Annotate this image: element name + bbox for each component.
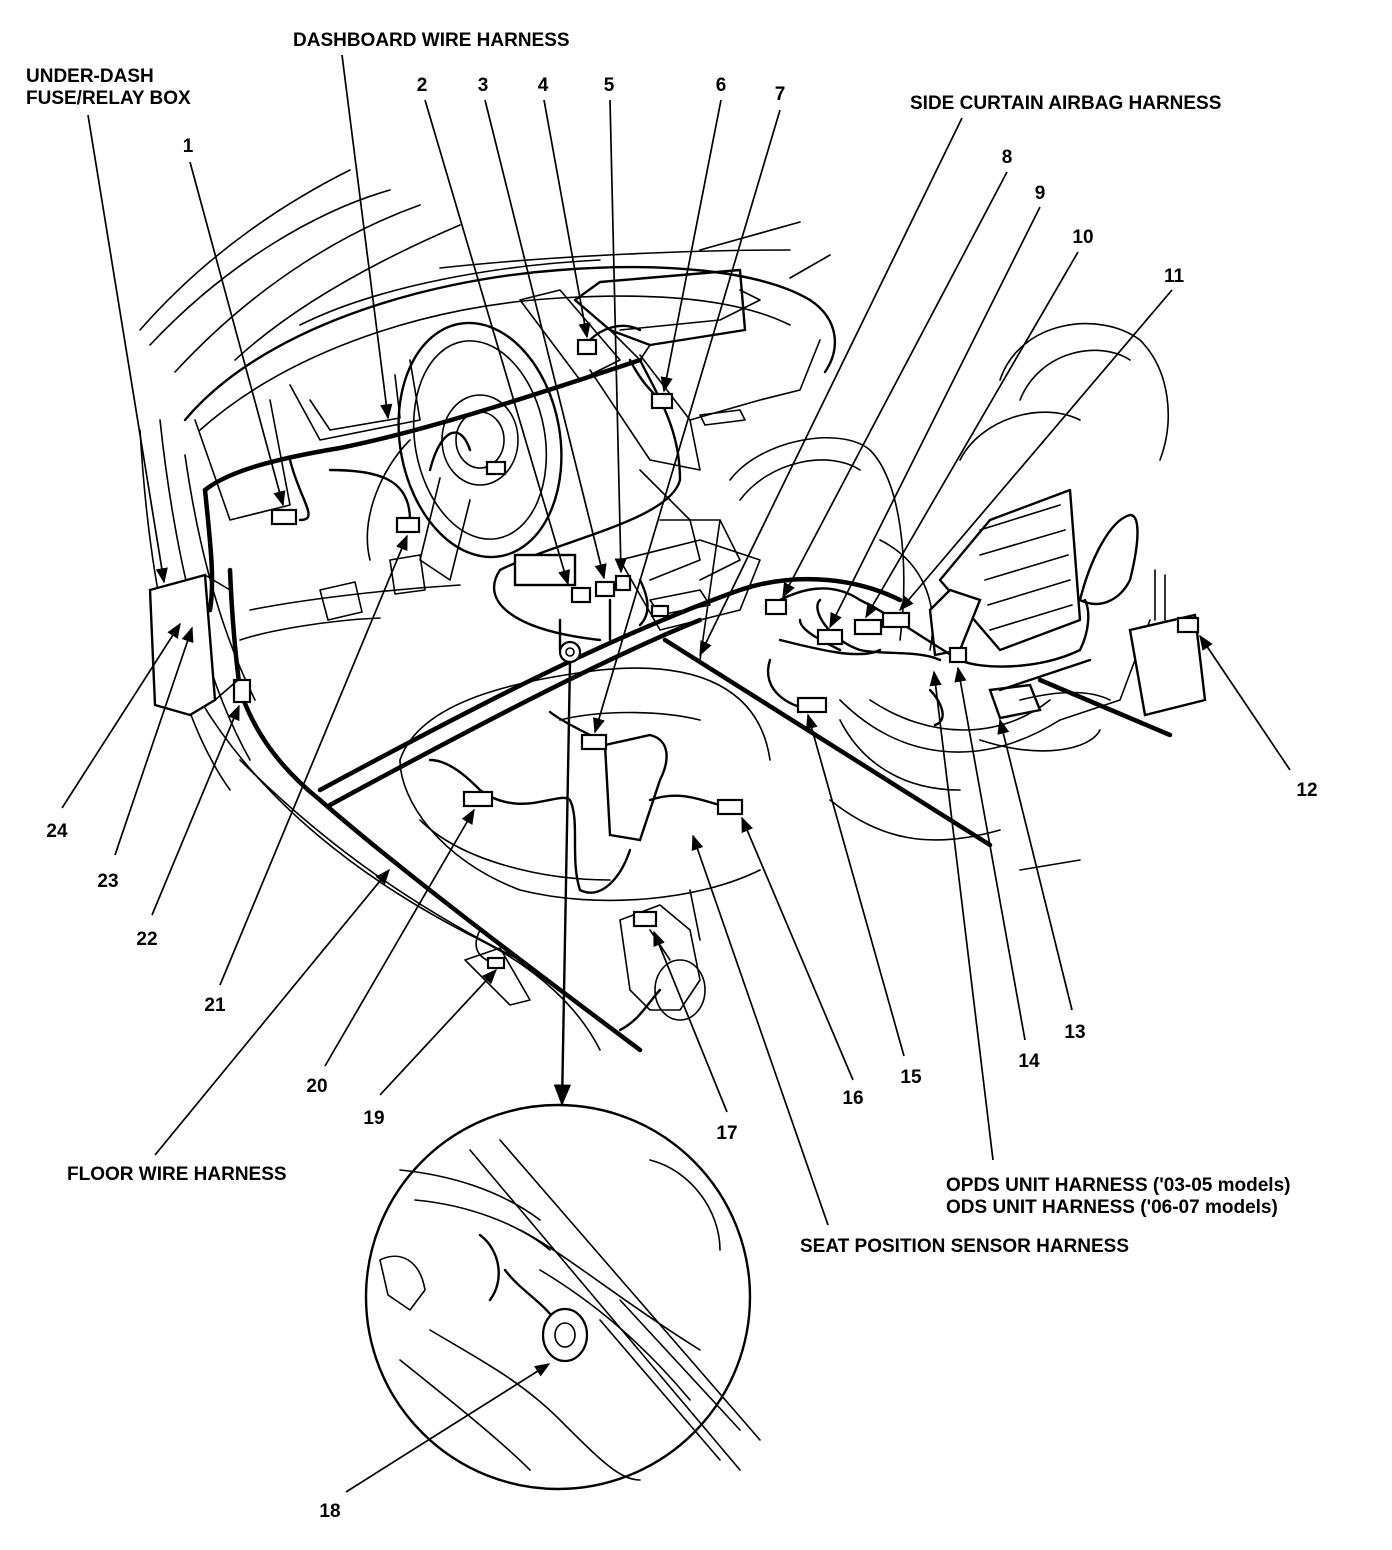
connector-icon xyxy=(816,628,844,646)
callout-12: 12 xyxy=(1296,780,1317,801)
callout-11: 11 xyxy=(1164,266,1185,287)
callout-21: 21 xyxy=(204,995,226,1016)
connector-icon xyxy=(594,580,616,598)
connector-icon xyxy=(580,733,608,751)
connector-icon xyxy=(948,646,968,664)
connector-icon xyxy=(462,790,494,808)
under-dash-fuse-relay-box xyxy=(148,573,217,717)
connector-icon xyxy=(576,338,598,356)
leader-lines xyxy=(61,54,1291,1493)
callout-4: 4 xyxy=(538,75,549,96)
connector-icon xyxy=(716,798,744,816)
connector-icon xyxy=(632,910,658,928)
callout-10: 10 xyxy=(1072,227,1093,248)
underdash-label-line2: FUSE/RELAY BOX xyxy=(26,88,191,109)
callout-19: 19 xyxy=(363,1108,384,1129)
callout-18: 18 xyxy=(319,1501,340,1522)
connector-icon xyxy=(650,604,670,618)
connector-icon xyxy=(614,574,632,592)
callout-9: 9 xyxy=(1035,183,1046,204)
ground-bolt-icon xyxy=(541,1307,589,1363)
connector-icon xyxy=(1176,616,1200,634)
callout-7: 7 xyxy=(775,84,786,105)
side-curtain-harness-label: SIDE CURTAIN AIRBAG HARNESS xyxy=(910,93,1221,114)
callout-14: 14 xyxy=(1018,1051,1040,1072)
labels: UNDER-DASH FUSE/RELAY BOX DASHBOARD WIRE… xyxy=(26,30,1318,1522)
seat-position-harness-label: SEAT POSITION SENSOR HARNESS xyxy=(800,1236,1129,1257)
opds-harness-label-line1: OPDS UNIT HARNESS ('03-05 models) xyxy=(946,1175,1290,1196)
callout-17: 17 xyxy=(716,1123,737,1144)
dashboard-harness-label: DASHBOARD WIRE HARNESS xyxy=(293,30,570,51)
connector-icon xyxy=(881,611,911,629)
connector-icon xyxy=(853,618,883,636)
callout-24: 24 xyxy=(46,821,68,842)
callout-6: 6 xyxy=(716,75,727,96)
connector-icon xyxy=(232,678,252,704)
connector-icon xyxy=(570,586,592,604)
floor-harness-label: FLOOR WIRE HARNESS xyxy=(67,1164,287,1185)
connector-icon xyxy=(485,460,507,476)
callout-1: 1 xyxy=(183,136,194,157)
callout-22: 22 xyxy=(136,929,157,950)
ground-detail-inset xyxy=(364,1103,761,1491)
connector-icon xyxy=(395,516,421,534)
callout-23: 23 xyxy=(97,871,118,892)
wire-harnesses xyxy=(202,324,1173,1053)
floor-wire-harness xyxy=(237,687,643,1053)
opds-harness-label-line2: ODS UNIT HARNESS ('06-07 models) xyxy=(946,1197,1278,1218)
car-interior-drawing xyxy=(139,169,1207,1051)
callout-15: 15 xyxy=(900,1067,922,1088)
callout-3: 3 xyxy=(478,75,489,96)
connector-icon xyxy=(650,392,674,410)
connector-icon xyxy=(764,598,788,616)
connector-icon xyxy=(270,508,298,526)
srs-unit xyxy=(513,553,577,587)
underdash-label-line1: UNDER-DASH xyxy=(26,66,154,87)
callout-13: 13 xyxy=(1064,1022,1085,1043)
dashboard-wire-harness xyxy=(202,357,643,493)
callout-8: 8 xyxy=(1002,147,1013,168)
connectors xyxy=(148,338,1200,970)
callout-2: 2 xyxy=(417,75,428,96)
callout-5: 5 xyxy=(604,75,615,96)
connector-icon xyxy=(796,696,828,714)
connector-icon xyxy=(486,956,506,970)
callout-16: 16 xyxy=(842,1088,863,1109)
ground-bolt-icon xyxy=(558,640,582,664)
callout-20: 20 xyxy=(306,1076,327,1097)
